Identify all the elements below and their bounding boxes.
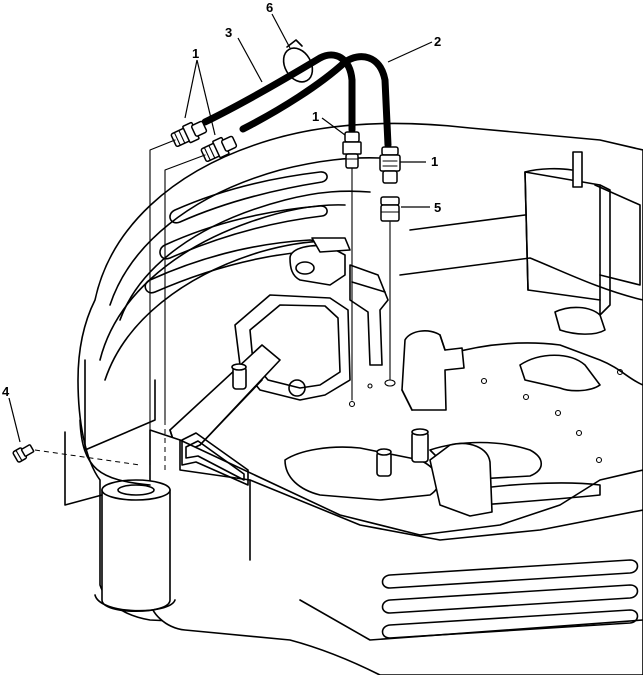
deck-edge [399,214,643,301]
front-rib-3 [381,609,639,639]
clamp-ring [282,47,314,83]
callout-1-right: 1 [431,154,438,169]
fitting-center [342,131,362,169]
front-body-edge [179,439,643,541]
right-tank [524,171,611,316]
leader-4 [8,397,21,443]
hoses [201,51,392,149]
callout-4: 4 [2,384,10,399]
elbow-fitting-upper [170,120,208,148]
floor-contour-3 [469,482,601,506]
callout-1-fittings: 1 [192,46,199,61]
deck-hole [616,368,624,376]
deck-hole [480,377,488,385]
side-bracket-edge [351,281,386,293]
front-rib-1 [381,559,639,589]
install-hole-small [367,383,373,389]
plug-4 [12,444,35,463]
install-lines [34,139,396,475]
left-lower-panel [64,431,103,506]
leader-1-center [321,117,346,136]
leader-1-b [196,59,216,136]
front-body-edge-2 [249,479,643,641]
lug-tab [311,237,351,253]
king-pin-base [94,594,176,612]
elbow-fitting-lower [200,135,238,163]
deck-cutout [519,354,601,392]
rear-left-panel [84,359,156,451]
deck-hole [575,429,583,437]
hose-clamp [282,39,314,83]
floor-post [411,431,429,463]
floor-post-top [376,448,392,456]
deck-hole [554,409,562,417]
front-rib-2 [381,584,639,614]
frame-rib-2 [119,190,371,321]
lug-hole [295,261,315,275]
tank-bracket [594,184,641,286]
install-line-lower-fitting [164,154,206,421]
leader-3 [237,37,263,83]
center-lug [289,244,346,286]
leader-1-a [184,59,198,119]
deck-plate [444,342,643,386]
fittings-left [170,120,238,163]
floor-bracket [429,442,493,517]
install-hole-center [348,400,356,408]
king-pin-boss [101,489,171,613]
tank-post [572,151,583,188]
machine-frame [64,122,643,675]
king-pin-top [101,479,171,501]
swivel-hole [288,379,306,397]
hose-3 [201,51,356,134]
deck-hole [522,393,530,401]
adapter-5 [380,196,400,222]
front-slot [181,432,249,486]
rib-slot-2 [159,205,328,260]
callout-5: 5 [434,200,441,215]
install-hole-right [384,379,396,387]
front-body [149,429,643,675]
floor-post-top [411,428,429,436]
leader-2 [387,41,433,63]
fitting-right [379,146,401,184]
front-slot-inner [185,440,245,481]
boom-pin-top [231,363,247,371]
rib-slot-1 [169,171,328,224]
valve-bracket-edge [401,334,446,411]
hose-2 [239,53,392,149]
leader-6 [271,13,291,49]
callout-3: 3 [225,25,232,40]
king-pin-bore [117,484,155,496]
deck-cutout-2 [554,306,606,335]
right-tank-edge [524,167,601,301]
callout-6: 6 [266,0,273,15]
install-line-upper-fitting [149,139,176,466]
frame-left-skirt [79,419,151,486]
callout-1-center: 1 [312,109,319,124]
deck-hole [595,456,603,464]
clamp-tab [286,39,303,48]
callout-leaders [8,13,433,443]
callout-2: 2 [434,34,441,49]
